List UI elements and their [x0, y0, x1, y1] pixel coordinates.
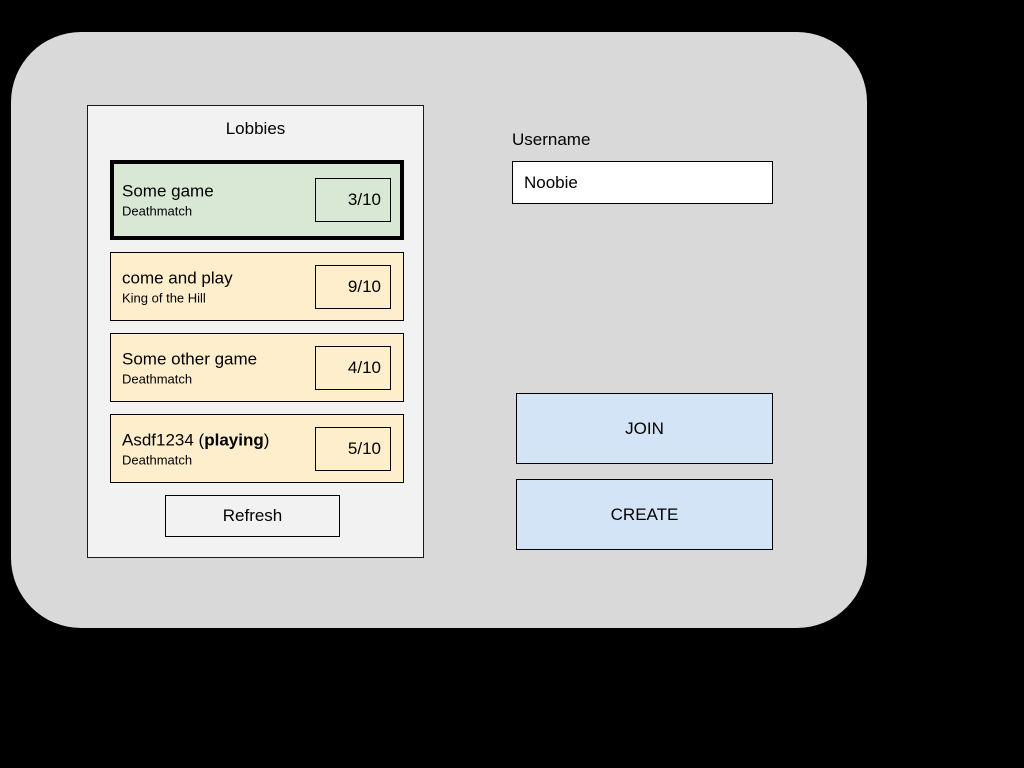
join-button[interactable]: JOIN: [516, 393, 773, 464]
lobby-item-player-count: 4/10: [315, 345, 391, 390]
lobby-item-name: Some other game: [122, 349, 258, 368]
lobby-item-name: come and play: [122, 268, 233, 287]
create-button[interactable]: CREATE: [516, 479, 773, 550]
lobby-item-status: playing: [204, 430, 264, 449]
lobby-item-name: Asdf1234 (playing): [122, 430, 270, 449]
lobby-item-mode: Deathmatch: [122, 371, 193, 386]
lobby-item-mode: Deathmatch: [122, 203, 193, 219]
username-input[interactable]: [512, 161, 773, 204]
username-label: Username: [512, 130, 591, 149]
lobby-item-text: Asdf1234 (playing) Deathmatch: [122, 429, 269, 468]
lobby-item-mode: Deathmatch: [122, 452, 193, 467]
refresh-button[interactable]: Refresh: [165, 495, 340, 537]
lobby-item-player-count: 5/10: [315, 426, 391, 471]
lobby-item-player-count: 3/10: [315, 178, 391, 222]
lobby-item-mode: King of the Hill: [122, 290, 206, 305]
lobby-item-name: Some game: [122, 181, 214, 201]
lobby-item-player-count: 9/10: [315, 264, 391, 309]
lobbies-title: Lobbies: [225, 119, 286, 138]
lobby-item[interactable]: Asdf1234 (playing) Deathmatch 5/10: [110, 414, 404, 483]
